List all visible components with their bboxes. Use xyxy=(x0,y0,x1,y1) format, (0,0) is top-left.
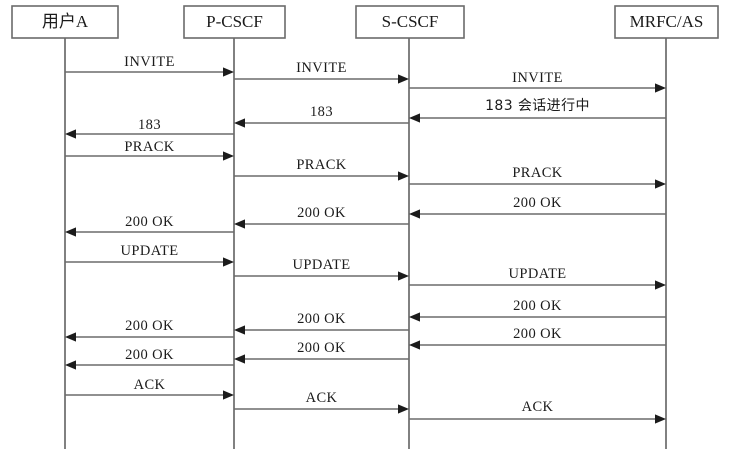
actor-box-mrfc[interactable]: MRFC/AS xyxy=(614,5,719,39)
arrow-head-m16 xyxy=(409,312,420,322)
message-m10[interactable]: 200 OK xyxy=(409,195,666,219)
message-label-m03: INVITE xyxy=(512,70,563,86)
arrow-head-m04 xyxy=(409,113,420,123)
message-label-m06: 183 xyxy=(138,117,161,133)
message-label-m19: 200 OK xyxy=(513,326,562,342)
actor-label-mrfc: MRFC/AS xyxy=(630,12,704,31)
arrow-head-m22 xyxy=(223,390,234,400)
message-m17[interactable]: 200 OK xyxy=(234,311,409,335)
message-m12[interactable]: 200 OK xyxy=(65,214,234,237)
message-m22[interactable]: ACK xyxy=(65,377,234,400)
message-label-m05: 183 xyxy=(310,104,333,120)
message-m04[interactable]: 183 会话进行中 xyxy=(409,98,666,123)
arrow-head-m03 xyxy=(655,83,666,93)
message-label-m22: ACK xyxy=(134,377,166,393)
actor-box-rect-ua xyxy=(11,5,119,39)
message-label-m14: UPDATE xyxy=(293,257,351,273)
message-label-m10: 200 OK xyxy=(513,195,562,211)
actor-label-pcscf: P-CSCF xyxy=(206,12,263,31)
message-m21[interactable]: 200 OK xyxy=(65,347,234,370)
message-label-m18: 200 OK xyxy=(125,318,174,334)
message-m07[interactable]: PRACK xyxy=(65,139,234,161)
message-label-m01: INVITE xyxy=(124,54,175,70)
actor-box-ua[interactable]: 用户A xyxy=(11,5,119,39)
arrow-head-m10 xyxy=(409,209,420,219)
message-m13[interactable]: UPDATE xyxy=(65,243,234,267)
actor-box-scscf[interactable]: S-CSCF xyxy=(355,5,465,39)
message-label-m09: PRACK xyxy=(512,165,562,181)
actor-box-pcscf[interactable]: P-CSCF xyxy=(183,5,286,39)
lifelines-layer xyxy=(64,38,667,449)
arrow-head-m06 xyxy=(65,129,76,139)
message-m09[interactable]: PRACK xyxy=(409,165,666,189)
message-m02[interactable]: INVITE xyxy=(234,60,409,84)
actors-layer: 用户A P-CSCF S-CSCF MRFC/AS xyxy=(11,5,719,39)
arrow-head-m18 xyxy=(65,332,76,342)
message-label-m11: 200 OK xyxy=(297,205,346,221)
message-label-m02: INVITE xyxy=(296,60,347,76)
message-label-m13: UPDATE xyxy=(121,243,179,259)
message-label-m08: PRACK xyxy=(296,157,346,173)
arrow-head-m24 xyxy=(655,414,666,424)
message-m11[interactable]: 200 OK xyxy=(234,205,409,229)
message-label-m04: 183 会话进行中 xyxy=(485,98,590,114)
arrow-head-m20 xyxy=(234,354,245,364)
arrow-head-m07 xyxy=(223,151,234,161)
message-label-m12: 200 OK xyxy=(125,214,174,230)
message-m18[interactable]: 200 OK xyxy=(65,318,234,342)
arrow-head-m13 xyxy=(223,257,234,267)
message-m03[interactable]: INVITE xyxy=(409,70,666,93)
arrow-head-m14 xyxy=(398,271,409,281)
message-m14[interactable]: UPDATE xyxy=(234,257,409,281)
actor-label-scscf: S-CSCF xyxy=(382,12,439,31)
message-m16[interactable]: 200 OK xyxy=(409,298,666,322)
message-m19[interactable]: 200 OK xyxy=(409,326,666,350)
message-m06[interactable]: 183 xyxy=(65,117,234,139)
arrow-head-m08 xyxy=(398,171,409,181)
actor-box-rect-scscf xyxy=(355,5,465,39)
message-m20[interactable]: 200 OK xyxy=(234,340,409,364)
message-label-m20: 200 OK xyxy=(297,340,346,356)
message-m01[interactable]: INVITE xyxy=(65,54,234,77)
arrow-head-m17 xyxy=(234,325,245,335)
arrow-head-m21 xyxy=(65,360,76,370)
arrow-head-m19 xyxy=(409,340,420,350)
arrow-head-m09 xyxy=(655,179,666,189)
actor-label-ua: 用户A xyxy=(42,12,89,31)
message-label-m17: 200 OK xyxy=(297,311,346,327)
message-m24[interactable]: ACK xyxy=(409,399,666,424)
arrow-head-m15 xyxy=(655,280,666,290)
message-label-m07: PRACK xyxy=(124,139,174,155)
arrow-head-m12 xyxy=(65,227,76,237)
message-m08[interactable]: PRACK xyxy=(234,157,409,181)
message-label-m24: ACK xyxy=(522,399,554,415)
arrow-head-m05 xyxy=(234,118,245,128)
arrow-head-m01 xyxy=(223,67,234,77)
message-label-m15: UPDATE xyxy=(509,266,567,282)
arrow-head-m23 xyxy=(398,404,409,414)
message-m05[interactable]: 183 xyxy=(234,104,409,128)
message-m15[interactable]: UPDATE xyxy=(409,266,666,290)
arrow-head-m11 xyxy=(234,219,245,229)
message-m23[interactable]: ACK xyxy=(234,390,409,414)
actor-box-rect-pcscf xyxy=(183,5,286,39)
actor-box-rect-mrfc xyxy=(614,5,719,39)
message-label-m21: 200 OK xyxy=(125,347,174,363)
message-label-m16: 200 OK xyxy=(513,298,562,314)
message-label-m23: ACK xyxy=(306,390,338,406)
arrow-head-m02 xyxy=(398,74,409,84)
